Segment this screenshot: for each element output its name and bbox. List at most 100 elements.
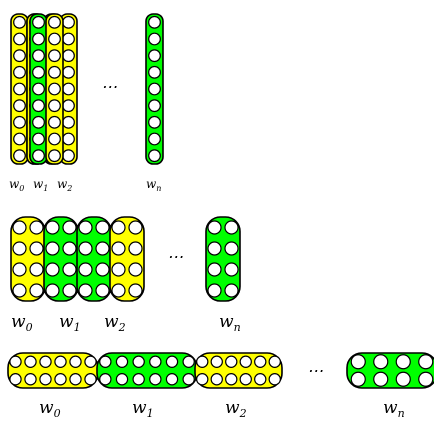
word-row-3-w0-hole xyxy=(84,373,97,386)
word-row-1-w3-hole xyxy=(62,82,75,96)
word-row-1-w2b-hole xyxy=(48,82,61,96)
word-row-3-wn-hole xyxy=(373,354,389,370)
word-row-1-w3-hole xyxy=(62,32,75,46)
word-row-3-w0-hole xyxy=(39,355,52,368)
word-row-2-w3-hole xyxy=(128,220,143,235)
word-row-3-w0-hole xyxy=(24,373,37,386)
word-row-3-w0 xyxy=(7,352,99,389)
word-row-1-wn-hole xyxy=(148,15,161,29)
word-row-3-w0-hole xyxy=(39,373,52,386)
word-row-1-w0-hole xyxy=(13,65,26,79)
label-row-1-w2: w2 xyxy=(57,177,72,193)
word-row-2-w1-hole xyxy=(62,262,77,277)
word-row-2-w0-hole xyxy=(29,220,44,235)
word-row-2-wn-hole xyxy=(207,262,222,277)
word-row-1-w0-hole xyxy=(13,149,26,163)
label-row-1-w0: w0 xyxy=(9,177,24,193)
word-row-3-w1-hole xyxy=(182,355,195,368)
word-row-3-w2-hole xyxy=(225,355,238,368)
word-row-1-w1c-hole xyxy=(32,115,45,129)
label-row-3-w1: w1 xyxy=(132,398,154,420)
word-row-3-w2-hole xyxy=(239,355,252,368)
word-row-1-w0-hole xyxy=(13,82,26,96)
word-row-2-w1-hole xyxy=(62,220,77,235)
word-row-3-w0-hole xyxy=(54,355,67,368)
word-row-3-wn-hole xyxy=(395,354,411,370)
label-row-2-w0: w0 xyxy=(11,312,33,334)
word-row-2-w3-hole xyxy=(111,241,126,256)
word-row-1-w0-hole xyxy=(13,49,26,63)
word-row-3-w2-hole xyxy=(254,373,267,386)
word-row-2-w1-hole xyxy=(45,262,60,277)
word-row-3-w0-hole xyxy=(84,355,97,368)
word-row-1-wn-hole xyxy=(148,149,161,163)
word-row-1-wn-hole xyxy=(148,115,161,129)
word-row-1-w2b-hole xyxy=(48,149,61,163)
word-row-3-w1-hole xyxy=(182,373,195,386)
word-row-3-wn-hole xyxy=(395,371,411,387)
word-row-3-wn-hole xyxy=(373,371,389,387)
word-row-1-w2b-hole xyxy=(48,49,61,63)
word-row-1-w0-hole xyxy=(13,132,26,146)
word-row-2-w2-hole xyxy=(95,262,110,277)
word-row-2-w0-hole xyxy=(12,241,27,256)
word-row-2-w3-hole xyxy=(111,262,126,277)
label-row-3-w2: w2 xyxy=(225,398,247,420)
word-row-3-w0-hole xyxy=(9,373,22,386)
word-row-3-w1 xyxy=(96,352,198,389)
word-row-2-w0-hole xyxy=(12,262,27,277)
word-row-2-wn xyxy=(205,216,241,302)
ellipsis-row-3: ⋯ xyxy=(307,361,323,380)
word-row-3-w1-hole xyxy=(99,355,112,368)
word-row-3-w2-hole xyxy=(210,355,223,368)
word-row-2-w3-hole xyxy=(111,283,126,298)
word-row-3-w0-hole xyxy=(54,373,67,386)
word-row-3-w1-hole xyxy=(149,355,162,368)
word-row-3-w2-hole xyxy=(254,355,267,368)
word-row-3-w0-hole xyxy=(69,355,82,368)
word-row-2-w1-hole xyxy=(62,241,77,256)
word-row-3-w2-hole xyxy=(268,355,281,368)
word-row-3-wn-hole xyxy=(350,371,366,387)
label-row-1-wn: wn xyxy=(146,177,161,193)
word-row-2-wn-hole xyxy=(224,220,239,235)
ellipsis-row-2: ⋯ xyxy=(167,247,183,266)
word-row-3-w1-hole xyxy=(115,355,129,368)
word-row-2-w0-hole xyxy=(29,262,44,277)
word-row-2-wn-hole xyxy=(224,262,239,277)
word-row-1-w3-hole xyxy=(62,99,75,113)
word-row-1-w1c-hole xyxy=(32,149,45,163)
word-row-2-w0-hole xyxy=(29,241,44,256)
word-row-3-w0-hole xyxy=(9,355,22,368)
word-row-3-w1-hole xyxy=(115,373,129,386)
word-row-2-wn-hole xyxy=(207,241,222,256)
word-row-3-w2 xyxy=(194,352,283,389)
label-row-2-w2: w2 xyxy=(104,312,126,334)
word-row-2-w1-hole xyxy=(62,283,77,298)
word-row-3-w1-hole xyxy=(165,373,179,386)
word-row-1-w0-hole xyxy=(13,15,26,29)
word-row-1-w0-hole xyxy=(13,32,26,46)
word-row-2-w1-hole xyxy=(45,241,60,256)
word-row-3-w2-hole xyxy=(268,373,281,386)
word-row-2-w1-hole xyxy=(45,283,60,298)
word-row-3-wn-hole xyxy=(418,371,434,387)
word-row-1-wn-hole xyxy=(148,99,161,113)
word-row-1-w0-hole xyxy=(13,99,26,113)
word-row-2-wn-hole xyxy=(224,283,239,298)
word-row-3-w2-hole xyxy=(196,355,209,368)
word-row-3-wn xyxy=(346,352,434,389)
word-row-1-w1c-hole xyxy=(32,132,45,146)
word-row-3-w2-hole xyxy=(225,373,238,386)
word-row-3-w2-hole xyxy=(239,373,252,386)
word-row-1-w1c-hole xyxy=(32,99,45,113)
word-row-2-w0-hole xyxy=(12,283,27,298)
word-row-3-w1-hole xyxy=(165,355,179,368)
word-row-3-w1-hole xyxy=(99,373,112,386)
word-row-3-wn-hole xyxy=(350,354,366,370)
word-row-1-wn-hole xyxy=(148,65,161,79)
word-row-1-wn-hole xyxy=(148,32,161,46)
word-row-2-w2-hole xyxy=(95,220,110,235)
word-row-2-w3-hole xyxy=(128,262,143,277)
word-row-1-w2b-hole xyxy=(48,132,61,146)
